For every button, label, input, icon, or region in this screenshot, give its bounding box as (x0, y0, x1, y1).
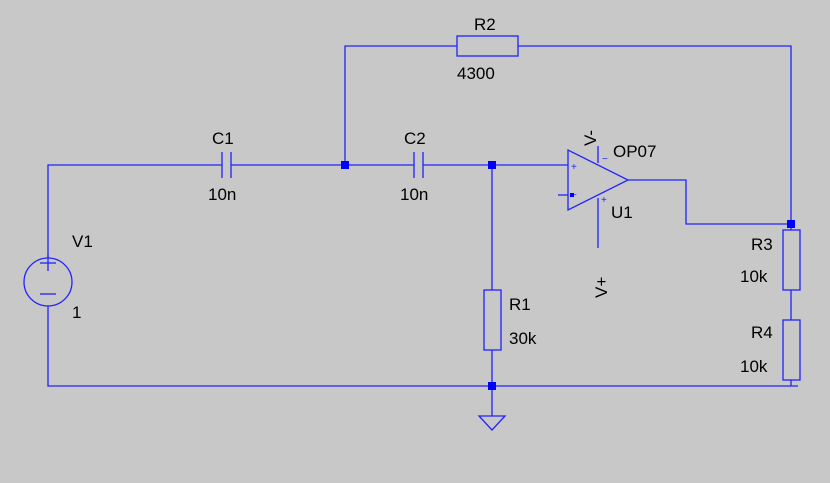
vplus-label: V+ (592, 277, 611, 298)
capacitor-c2: C2 10n (400, 129, 428, 204)
wire-feedback-left (344, 45, 457, 165)
resistor-r4: R4 10k (740, 319, 801, 381)
resistor-r1: R1 30k (483, 289, 537, 351)
junctions (341, 161, 795, 390)
r4-body (782, 319, 801, 381)
c2-value: 10n (400, 185, 428, 204)
c2-name: C2 (404, 129, 426, 148)
voltage-source-v1: V1 1 (23, 232, 93, 322)
vminus-label: V- (581, 130, 600, 146)
junction-plus-input (488, 161, 496, 169)
r3-body (782, 229, 801, 291)
c1-value: 10n (208, 185, 236, 204)
capacitor-c1: C1 10n (208, 129, 236, 204)
r1-value: 30k (509, 329, 537, 348)
wire-feedback-right (518, 45, 792, 224)
r2-name: R2 (474, 15, 496, 34)
c1-name: C1 (212, 129, 234, 148)
opamp-name: U1 (611, 203, 633, 222)
junction-ground (488, 382, 496, 390)
opamp-supply-plus-mark: + (601, 195, 607, 206)
opamp-u1: + − − + OP07 U1 V- V+ (567, 130, 656, 298)
junction-opamp-minus (570, 193, 574, 197)
r3-value: 10k (740, 267, 768, 286)
resistor-r3: R3 10k (740, 229, 801, 291)
resistor-r2: R2 4300 (456, 15, 519, 83)
junction-r3-top (787, 220, 795, 228)
opamp-plus-pin: + (571, 162, 577, 173)
ground-symbol-icon (477, 415, 507, 431)
r3-name: R3 (751, 235, 773, 254)
wire-output (628, 179, 791, 225)
wire-ground-rail (47, 306, 798, 387)
v1-value: 1 (72, 303, 81, 322)
r1-body (483, 289, 502, 351)
v1-name: V1 (72, 232, 93, 251)
r2-body (456, 35, 519, 57)
r4-value: 10k (740, 357, 768, 376)
junction-c1-c2 (341, 161, 349, 169)
r1-name: R1 (509, 295, 531, 314)
opamp-model: OP07 (613, 142, 656, 161)
ground-triangle (477, 415, 507, 431)
opamp-supply-minus-mark: − (602, 154, 608, 165)
opamp-triangle-icon (567, 148, 630, 212)
wire-source-top (47, 164, 222, 258)
r4-name: R4 (751, 323, 773, 342)
wires (47, 45, 798, 416)
r2-value: 4300 (457, 64, 495, 83)
